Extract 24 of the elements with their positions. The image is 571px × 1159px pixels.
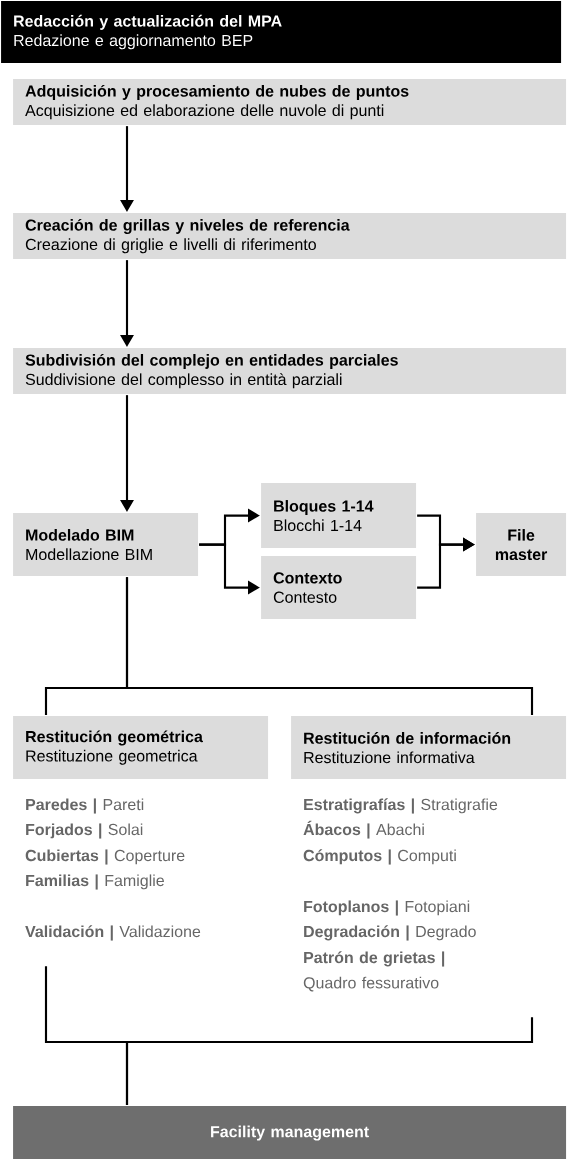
process-box: Adquisición y procesamiento de nubes de puntos Acquisizione ed elaborazione delle nuvole di punti: [13, 79, 567, 126]
list-item: Patrón de grietas | Quadro fessurativo: [303, 951, 445, 992]
list-item: Paredes | Pareti: [26, 798, 144, 814]
list-item: Degradación | Degrado: [304, 925, 476, 941]
process-box: Restitución de información Restituzione informativa: [291, 716, 567, 780]
connector: [125, 577, 534, 715]
process-box: Bloques 1-14 Blocchi 1-14: [261, 483, 417, 549]
list-item: Fotoplanos | Fotopiani: [304, 900, 470, 916]
process-box: Restitución geométrica Restituzione geometrica: [13, 716, 269, 780]
list-item: Validación | Validazione: [25, 925, 201, 941]
connector: [125, 1017, 534, 1105]
facility-bar: Facility management: [13, 1106, 567, 1159]
process-box: Modelado BIM Modellazione BIM: [13, 513, 199, 577]
list-item: Estratigrafías | Stratigrafie: [304, 798, 498, 814]
process-box: Contexto Contesto: [261, 556, 417, 620]
list-item: Forjados | Solai: [26, 823, 143, 839]
list-item: Ábacos | Abachi: [303, 820, 424, 839]
process-box: Creación de grillas y niveles de referencia Creazione di griglie e livelli di riferimento: [13, 213, 567, 260]
list-item: Familias | Famiglie: [26, 874, 164, 890]
list-item: Cómputos | Computi: [303, 849, 456, 865]
process-box: File master: [476, 513, 567, 577]
heading-box: Redacción y actualización del MPA Redazione e aggiornamento BEP: [1, 1, 562, 64]
process-box: Subdivisión del complejo en entidades parciales Suddivisione del complesso in entità parziali: [13, 348, 567, 395]
list-item: Cubiertas | Coperture: [25, 849, 185, 865]
